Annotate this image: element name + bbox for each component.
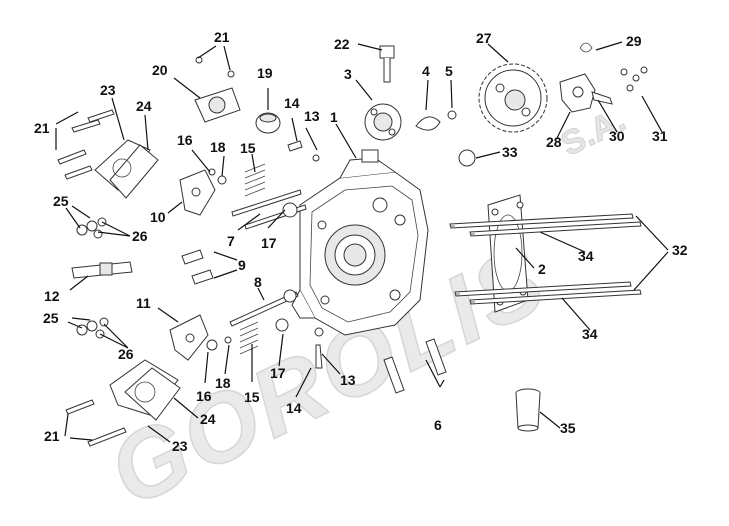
callout-16-upper: 16	[177, 132, 193, 148]
callout-27: 27	[476, 30, 492, 46]
callout-16-lower: 16	[196, 388, 212, 404]
callout-24-top: 24	[136, 98, 152, 114]
callout-34-upper: 34	[578, 248, 594, 264]
valve-spring-upper	[208, 163, 266, 197]
cam-sprocket	[478, 63, 548, 133]
callout-19: 19	[257, 65, 273, 81]
thermostat-housing	[194, 56, 241, 123]
callout-29: 29	[626, 33, 642, 49]
callout-14-upper: 14	[284, 95, 300, 111]
sensor-housing	[364, 103, 402, 141]
callout-33: 33	[502, 144, 518, 160]
callout-14-lower: 14	[286, 400, 302, 416]
callout-11: 11	[136, 295, 151, 311]
callout-25-bottom: 25	[43, 310, 59, 326]
stud-lower	[314, 327, 324, 369]
spark-plug	[71, 261, 133, 279]
callout-18-lower: 18	[215, 375, 231, 391]
tensioner-bolts	[620, 66, 648, 92]
head-gasket	[487, 194, 529, 313]
thermostat	[255, 112, 281, 134]
callout-21-top: 21	[214, 29, 230, 45]
callout-3: 3	[344, 66, 352, 82]
valve-stem-seal-upper	[287, 140, 303, 152]
valve-lower	[229, 289, 299, 327]
callout-13-lower: 13	[340, 372, 356, 388]
callout-25-top: 25	[53, 193, 69, 209]
callout-30: 30	[609, 128, 625, 144]
half-moon-plug	[415, 116, 441, 131]
callout-4: 4	[422, 63, 430, 79]
sensor-pin	[379, 45, 395, 83]
sleeve	[515, 388, 541, 432]
callout-8: 8	[254, 274, 262, 290]
callout-12: 12	[44, 288, 60, 304]
callout-13-upper: 13	[304, 108, 320, 124]
callout-21-bottom: 21	[44, 428, 60, 444]
callout-24-bottom: 24	[200, 411, 216, 427]
callout-15-lower: 15	[244, 389, 260, 405]
washers-upper	[76, 217, 107, 239]
valve-cover-bottom	[109, 359, 181, 421]
valve-guides	[383, 338, 447, 394]
callout-31: 31	[652, 128, 668, 144]
callout-7: 7	[227, 233, 235, 249]
callout-18-upper: 18	[210, 139, 226, 155]
long-studs	[449, 213, 642, 305]
callout-1: 1	[330, 109, 338, 125]
rocker-arm-lower	[169, 314, 209, 361]
callout-28: 28	[546, 134, 562, 150]
washer-upper	[312, 154, 320, 162]
callout-35: 35	[560, 420, 576, 436]
callout-23-bottom: 23	[172, 438, 188, 454]
dowel-pins	[181, 249, 214, 285]
callout-20: 20	[152, 62, 168, 78]
callout-9: 9	[238, 257, 246, 273]
valve-cover-top	[94, 139, 159, 199]
cover-bolts-top	[57, 109, 115, 180]
callout-labels: 1 2 3 4 5 6 7 8 9 10 11 12 13 13 14 14 1…	[34, 29, 688, 454]
callout-17-lower: 17	[270, 365, 286, 381]
cylinder-head	[291, 149, 429, 336]
callout-32: 32	[672, 242, 688, 258]
cover-bolts-bottom	[65, 399, 127, 447]
o-ring	[458, 149, 476, 167]
callout-5: 5	[445, 63, 453, 79]
small-screw	[447, 110, 457, 120]
valve-spring-lower	[206, 318, 289, 355]
callout-34-lower: 34	[582, 326, 598, 342]
callout-26-bottom: 26	[118, 346, 134, 362]
callout-23-top: 23	[100, 82, 116, 98]
callout-15-upper: 15	[240, 140, 256, 156]
callout-10: 10	[150, 209, 166, 225]
valves-upper	[231, 189, 307, 230]
leader-lines	[55, 41, 669, 443]
callout-2: 2	[538, 261, 546, 277]
rocker-arm-upper	[179, 169, 216, 216]
callout-26-top: 26	[132, 228, 148, 244]
callout-22: 22	[334, 36, 350, 52]
callout-21-left: 21	[34, 120, 50, 136]
chain-tensioner	[559, 73, 613, 113]
spring-clip	[579, 42, 593, 53]
callout-6: 6	[434, 417, 442, 433]
callout-17-upper: 17	[261, 235, 277, 251]
